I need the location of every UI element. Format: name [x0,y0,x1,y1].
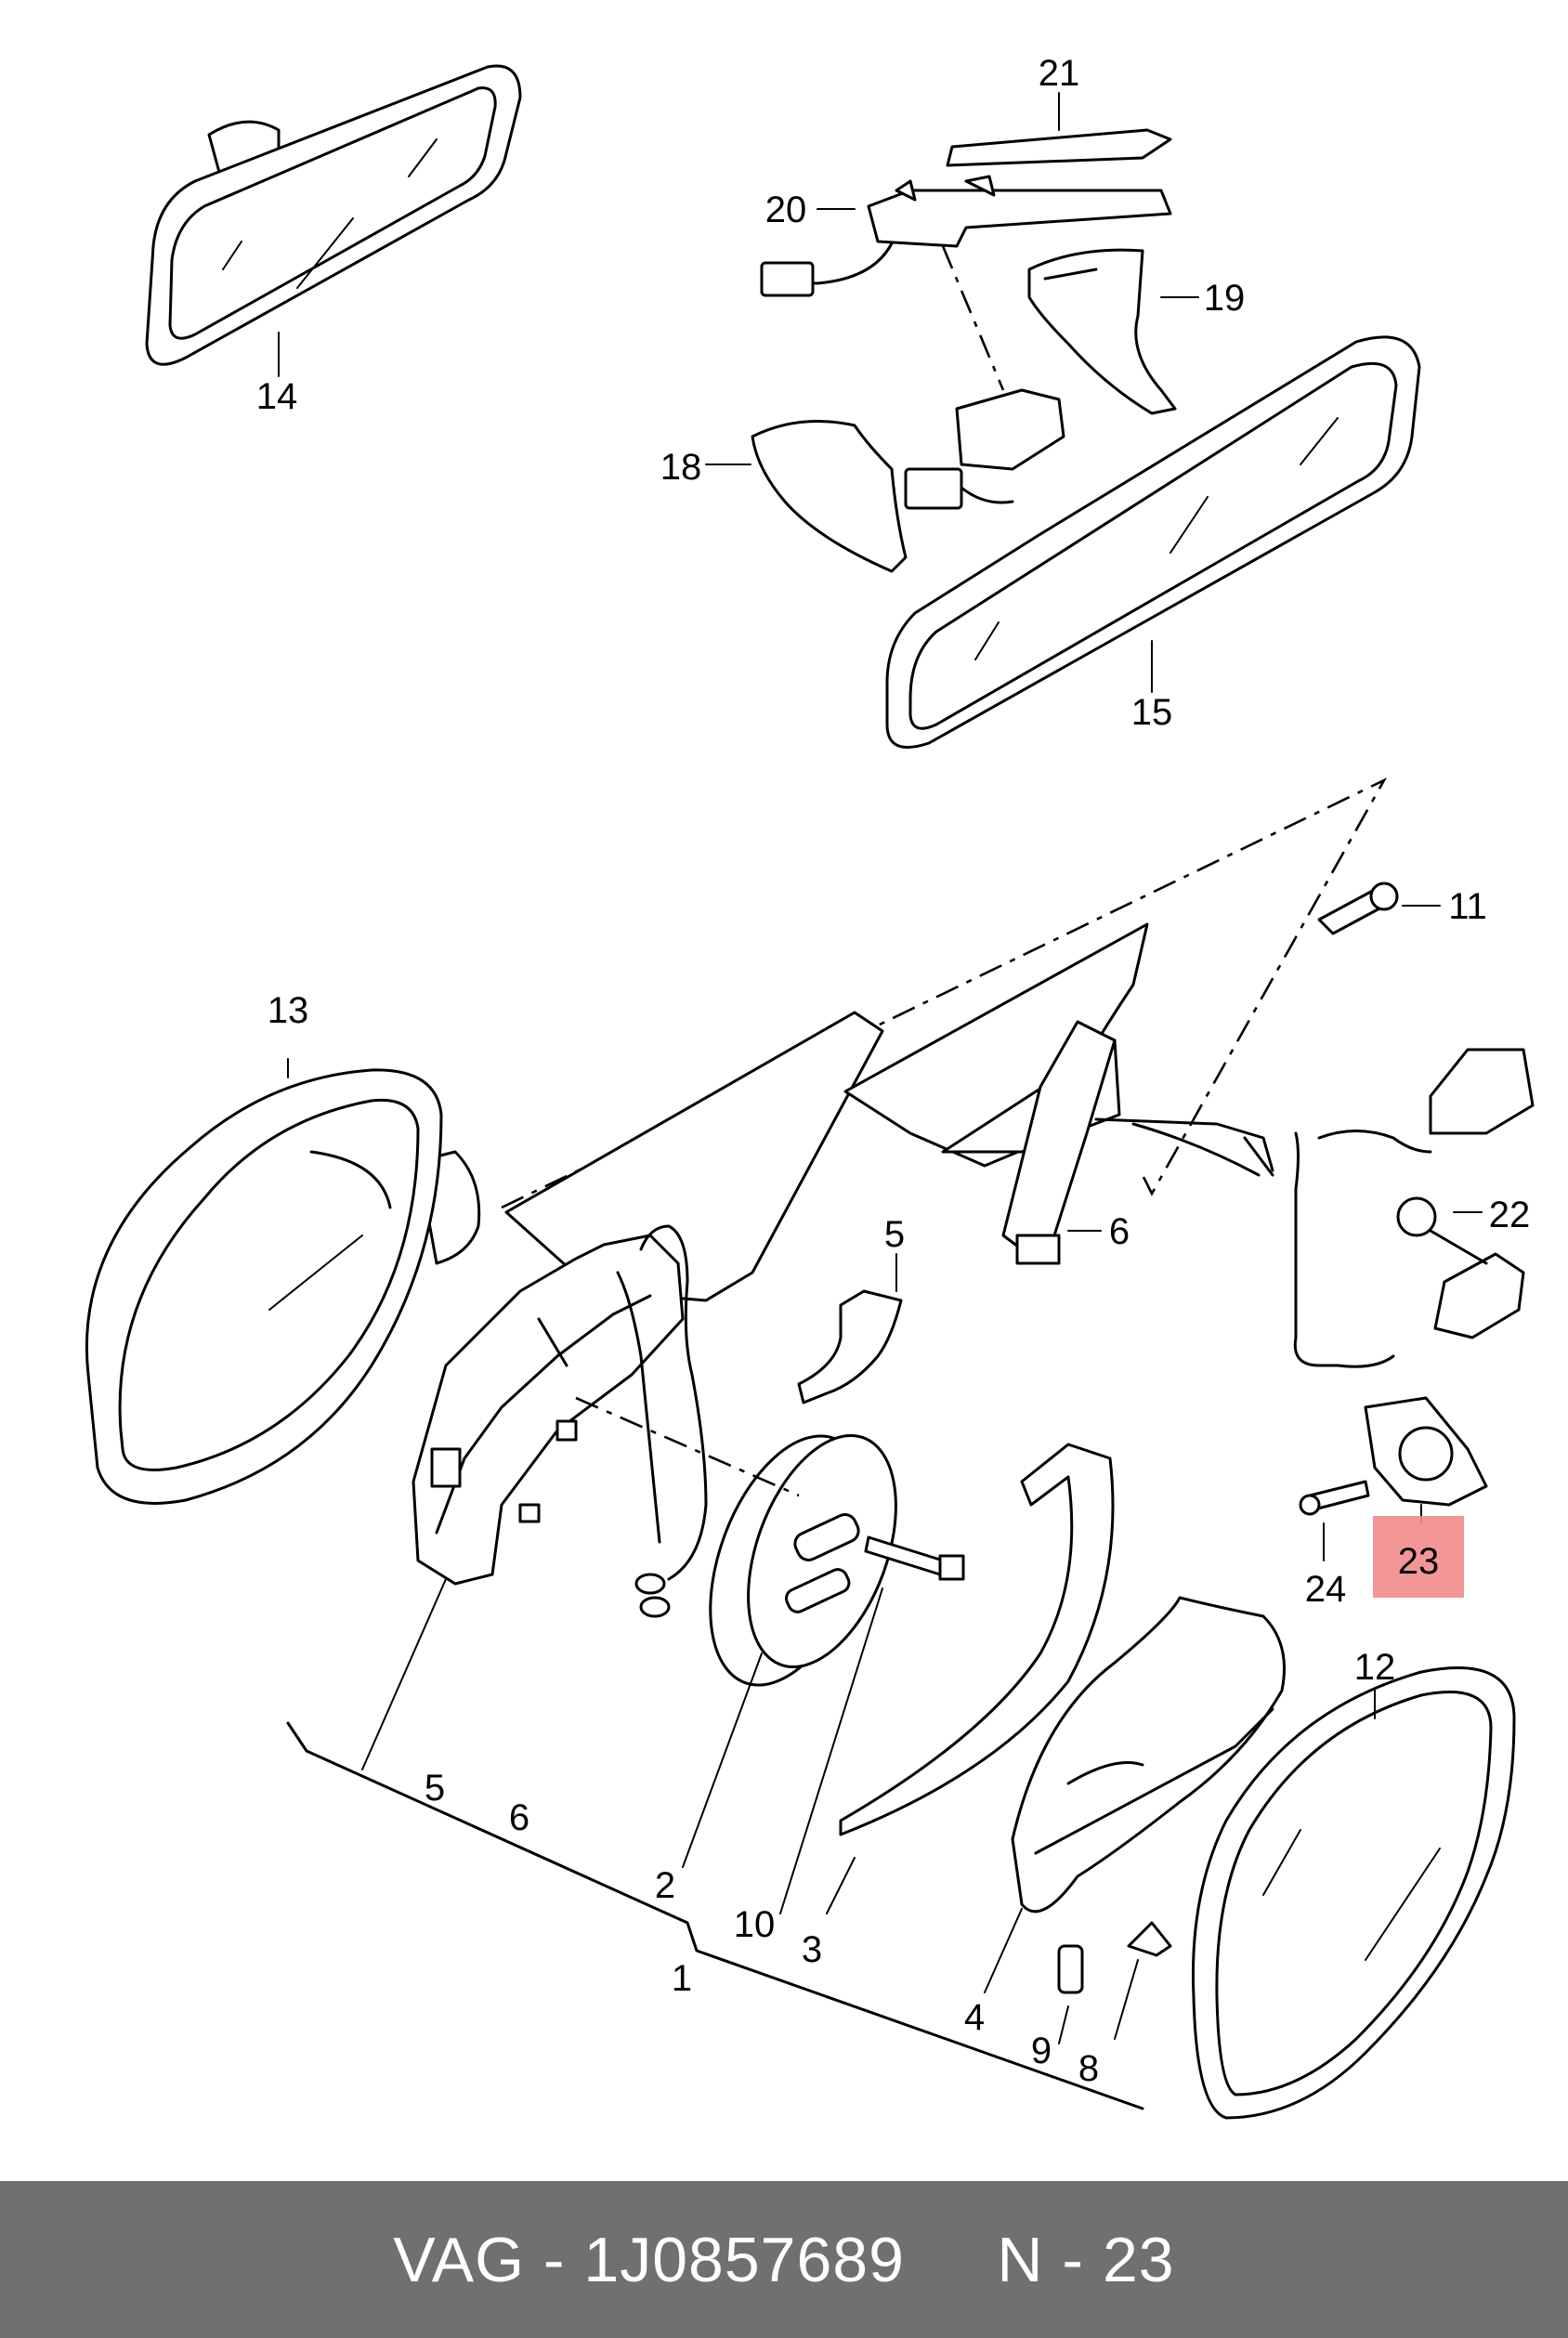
screw-24 [1299,1480,1370,1561]
mirror-frame [412,1224,708,1618]
interior-mirror-14 [145,64,522,377]
screw-10 [864,1535,965,1581]
fastener-8 [1114,1921,1172,2040]
trim-strip-3 [839,1443,1115,1836]
mount-bracket-20 [760,175,1172,297]
callout-23: 23 [1398,1541,1440,1582]
callout-20: 20 [765,189,807,230]
highlight-23 [1373,1516,1464,1598]
callout-12: 12 [1354,1647,1396,1688]
leader-lines [286,1578,1144,2110]
callout-6-upper: 6 [1109,1211,1130,1252]
callout-11: 11 [1448,886,1487,927]
callout-4: 4 [964,1997,985,2038]
bulb-22 [1293,1048,1535,1368]
motor-unit-2 [575,1396,897,1687]
callout-22: 22 [1489,1195,1531,1235]
cover-18 [705,420,908,573]
mirror-housing-13 [85,1058,481,1505]
callout-2: 2 [655,1865,675,1906]
clip-6-upper [1001,1020,1117,1265]
bracket-5 [797,1253,903,1404]
callout-13: 13 [268,990,309,1031]
gasket-23 [1364,1396,1488,1524]
interior-mirror-15 [885,335,1421,749]
housing-piece-19 [1027,248,1199,415]
connector-plug [904,388,1065,510]
callout-1: 1 [672,1958,692,1999]
callout-5-upper: 5 [884,1214,905,1255]
callout-24: 24 [1305,1569,1347,1610]
fastener-9 [1057,1944,1084,2044]
callout-5-lower: 5 [425,1768,445,1809]
part-number-footer: VAG - 1J0857689 N - 23 [0,2181,1568,2338]
callout-19: 19 [1204,278,1246,319]
mirror-glass-12 [1191,1666,1516,2120]
callout-3: 3 [802,1929,822,1970]
glass-base-4 [1011,1596,1286,1914]
callout-14: 14 [256,376,298,417]
callout-labels: 21 20 19 14 18 15 11 13 6 5 22 23 24 12 … [256,53,1531,2089]
callout-21: 21 [1039,53,1080,94]
part-number-text: VAG - 1J0857689 N - 23 [393,2224,1175,2295]
callout-8: 8 [1078,2048,1099,2089]
screw-11 [1317,882,1441,935]
mount-cover-21 [946,92,1172,167]
callout-10: 10 [734,1904,776,1945]
callout-6-lower: 6 [509,1797,529,1838]
callout-18: 18 [660,447,702,488]
callout-15: 15 [1131,692,1173,733]
exploded-parts-diagram: 21 20 19 14 18 15 11 13 6 5 22 23 24 12 … [85,53,1535,2120]
callout-9: 9 [1031,2031,1052,2071]
